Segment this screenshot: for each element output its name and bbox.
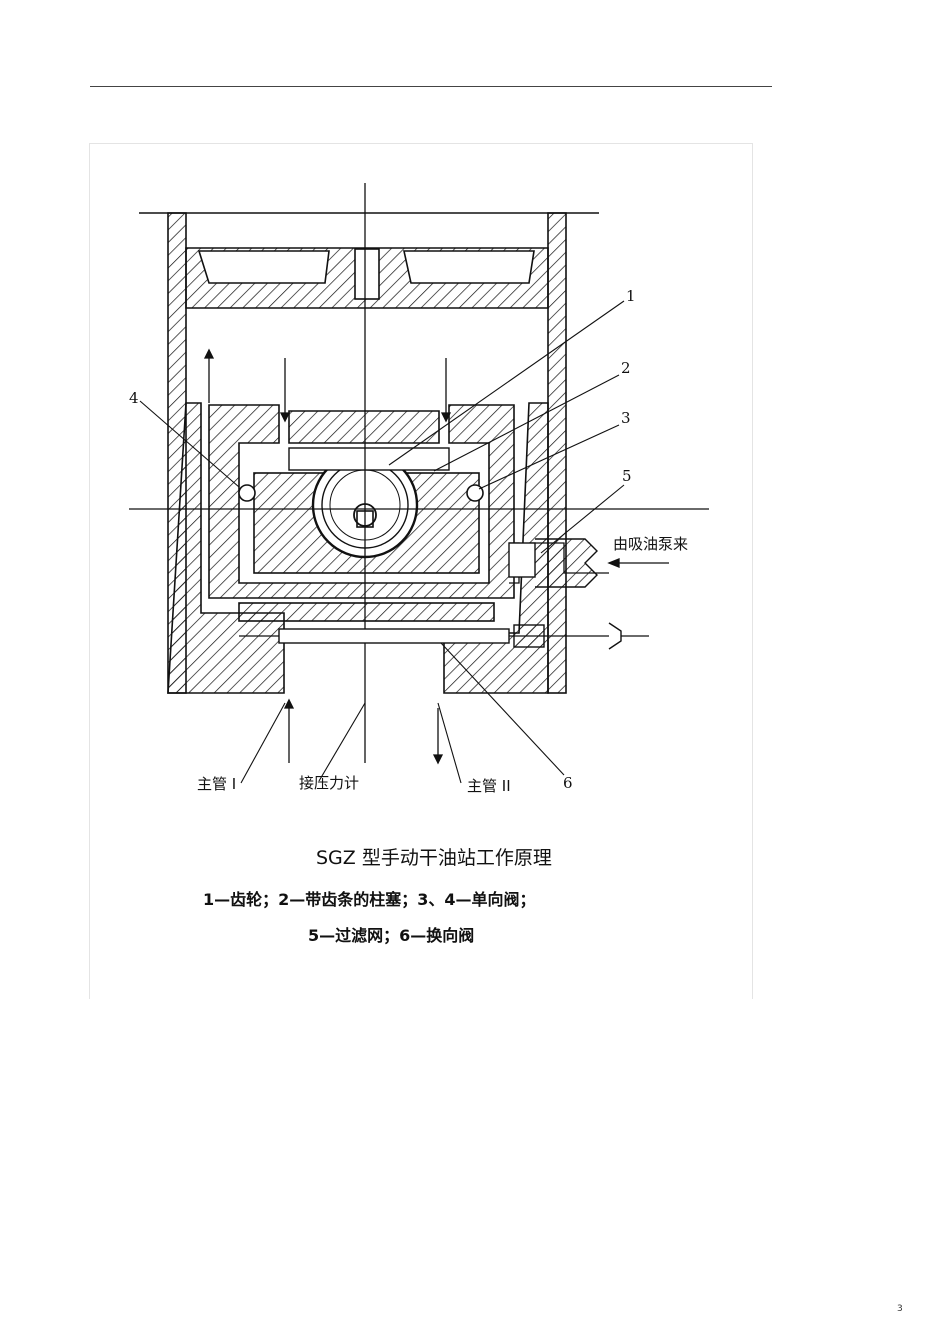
callout-1: 1 <box>626 287 636 305</box>
flow-arrows <box>203 348 669 765</box>
callout-4: 4 <box>129 389 139 407</box>
reversing-valve-6 <box>278 622 622 650</box>
figure-frame <box>89 143 753 999</box>
figure-title: SGZ 型手动干油站工作原理 <box>316 847 552 869</box>
figure-legend-line-1: 1—齿轮；2—带齿条的柱塞；3、4—单向阀； <box>203 890 536 909</box>
main-pipe-1-label: 主管 I <box>197 775 236 793</box>
sgz-lubrication-station-diagram: 1 2 3 4 5 6 由吸油泵来 主管 I 接压力计 主管 II <box>129 183 709 795</box>
callout-numbers: 1 2 3 4 5 6 <box>129 287 636 792</box>
callout-6: 6 <box>563 774 573 792</box>
callout-5: 5 <box>622 467 632 485</box>
callout-2: 2 <box>621 359 631 377</box>
filter-5 <box>508 538 598 588</box>
page-number: 3 <box>897 1304 903 1314</box>
callout-3: 3 <box>621 409 631 427</box>
main-pipe-2-label: 主管 II <box>467 777 511 795</box>
figure-legend-line-2: 5—过滤网；6—换向阀 <box>308 926 475 945</box>
pressure-gauge-label: 接压力计 <box>299 774 359 792</box>
callout-leaders <box>139 300 625 784</box>
header-rule <box>90 86 772 87</box>
from-pump-label: 由吸油泵来 <box>613 535 688 553</box>
pipe-labels: 由吸油泵来 主管 I 接压力计 主管 II <box>197 535 688 795</box>
